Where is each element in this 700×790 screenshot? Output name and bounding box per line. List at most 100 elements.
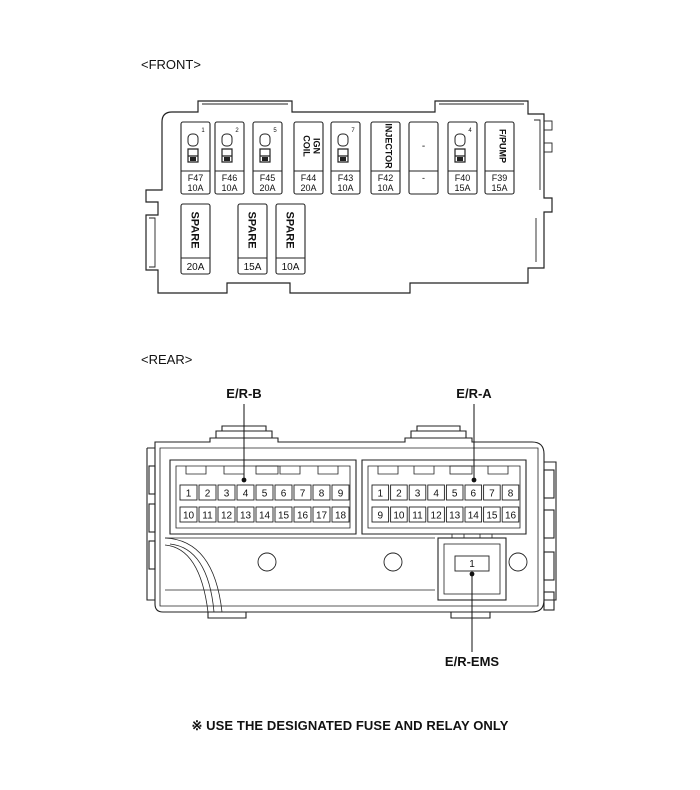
spare-fuse-20a: SPARE 20A [180, 203, 211, 275]
relay-coil-icon [221, 133, 233, 163]
fuse-name: - [422, 173, 425, 183]
connector-a-pin-3: 3 [408, 484, 427, 501]
connector-b-pin-2: 2 [198, 484, 217, 501]
fuse-index: 2 [235, 128, 239, 134]
fuse-name: F42 [378, 173, 394, 183]
connector-b-pin-13: 13 [236, 506, 255, 523]
svg-text:10: 10 [183, 511, 195, 522]
svg-text:17: 17 [316, 511, 328, 522]
connector-a-pin-10: 10 [390, 506, 408, 523]
connector-b-housing [169, 459, 357, 535]
fuse-amperage: 10A [377, 183, 393, 193]
connector-b-pin-8: 8 [312, 484, 331, 501]
fuse-amperage: 20A [300, 183, 316, 193]
fuse-empty: -- [408, 121, 439, 195]
svg-text:9: 9 [378, 511, 384, 522]
fuse-name: F46 [222, 173, 238, 183]
svg-text:6: 6 [281, 489, 287, 500]
connector-a-pin-8: 8 [501, 484, 520, 501]
svg-text:4: 4 [433, 489, 439, 500]
fuse-label: COIL [302, 135, 312, 157]
svg-text:14: 14 [259, 511, 271, 522]
svg-text:13: 13 [449, 511, 461, 522]
spare-fuse-15a: SPARE 15A [237, 203, 268, 275]
connector-a-pin-11: 11 [408, 506, 427, 523]
fuse-amperage: 15A [491, 183, 507, 193]
connector-b-pin-18: 18 [331, 506, 350, 523]
connector-b-pin-6: 6 [274, 484, 293, 501]
connector-b-pin-9: 9 [331, 484, 350, 501]
fuse-index: 5 [273, 128, 277, 134]
connector-a-pin-14: 14 [464, 506, 483, 523]
svg-text:14: 14 [468, 511, 480, 522]
connector-a-pin-9: 9 [371, 506, 390, 523]
connector-a-pin-4: 4 [427, 484, 445, 501]
fuse-label: INJECTOR [384, 123, 394, 169]
svg-text:9: 9 [338, 489, 344, 500]
svg-text:2: 2 [396, 489, 402, 500]
connector-a-label: E/R-A [456, 386, 492, 401]
svg-text:7: 7 [489, 489, 495, 500]
spare-amperage: 20A [187, 262, 205, 273]
fuse-name: F43 [338, 173, 354, 183]
connector-a-pin-7: 7 [483, 484, 501, 501]
svg-text:8: 8 [319, 489, 325, 500]
spare-amperage: 15A [244, 262, 262, 273]
relay-coil-icon [259, 133, 271, 163]
connector-b-pin-1: 1 [179, 484, 198, 501]
spare-amperage: 10A [282, 262, 300, 273]
fuse-label: IGN [312, 138, 322, 154]
spare-label: SPARE [246, 211, 258, 248]
rear-heading: <REAR> [141, 352, 193, 367]
relay-coil-icon [187, 133, 199, 163]
fuse-amperage: 15A [454, 183, 470, 193]
connector-b-pin-3: 3 [217, 484, 236, 501]
connector-b-pin-5: 5 [255, 484, 274, 501]
svg-text:6: 6 [471, 489, 477, 500]
spare-label: SPARE [189, 211, 201, 248]
connector-b-pin-4: 4 [236, 484, 255, 501]
connector-a-pin-1: 1 [371, 484, 390, 501]
rear-fuse-box-diagram [146, 425, 557, 619]
fuse-amperage: 10A [187, 183, 203, 193]
connector-b-pin-7: 7 [293, 484, 312, 501]
connector-b-pin-15: 15 [274, 506, 293, 523]
fuse-amperage: 10A [221, 183, 237, 193]
relay-coil-icon [337, 133, 349, 163]
connector-b-pin-17: 17 [312, 506, 331, 523]
connector-a-pin-15: 15 [483, 506, 501, 523]
connector-a-pin-12: 12 [427, 506, 445, 523]
connector-a-pin-5: 5 [445, 484, 464, 501]
fuse-name: F44 [301, 173, 317, 183]
connector-b-pin-14: 14 [255, 506, 274, 523]
svg-text:18: 18 [335, 511, 347, 522]
fuse-index: 4 [468, 128, 472, 134]
svg-text:4: 4 [243, 489, 249, 500]
fuse-index: 1 [201, 128, 205, 134]
svg-text:13: 13 [240, 511, 252, 522]
connector-ems-pin-1: 1 [454, 555, 490, 572]
fuse-index: 7 [351, 128, 355, 134]
svg-text:3: 3 [224, 489, 230, 500]
connector-b-pin-12: 12 [217, 506, 236, 523]
front-heading: <FRONT> [141, 57, 201, 72]
svg-text:5: 5 [262, 489, 268, 500]
fuse-label: - [422, 141, 425, 152]
svg-text:12: 12 [221, 511, 233, 522]
fuse-name: F39 [492, 173, 508, 183]
svg-text:1: 1 [469, 559, 475, 570]
connector-a-pin-16: 16 [501, 506, 520, 523]
connector-a-housing [361, 459, 527, 535]
connector-a-pin-13: 13 [445, 506, 464, 523]
connector-b-pin-10: 10 [179, 506, 198, 523]
